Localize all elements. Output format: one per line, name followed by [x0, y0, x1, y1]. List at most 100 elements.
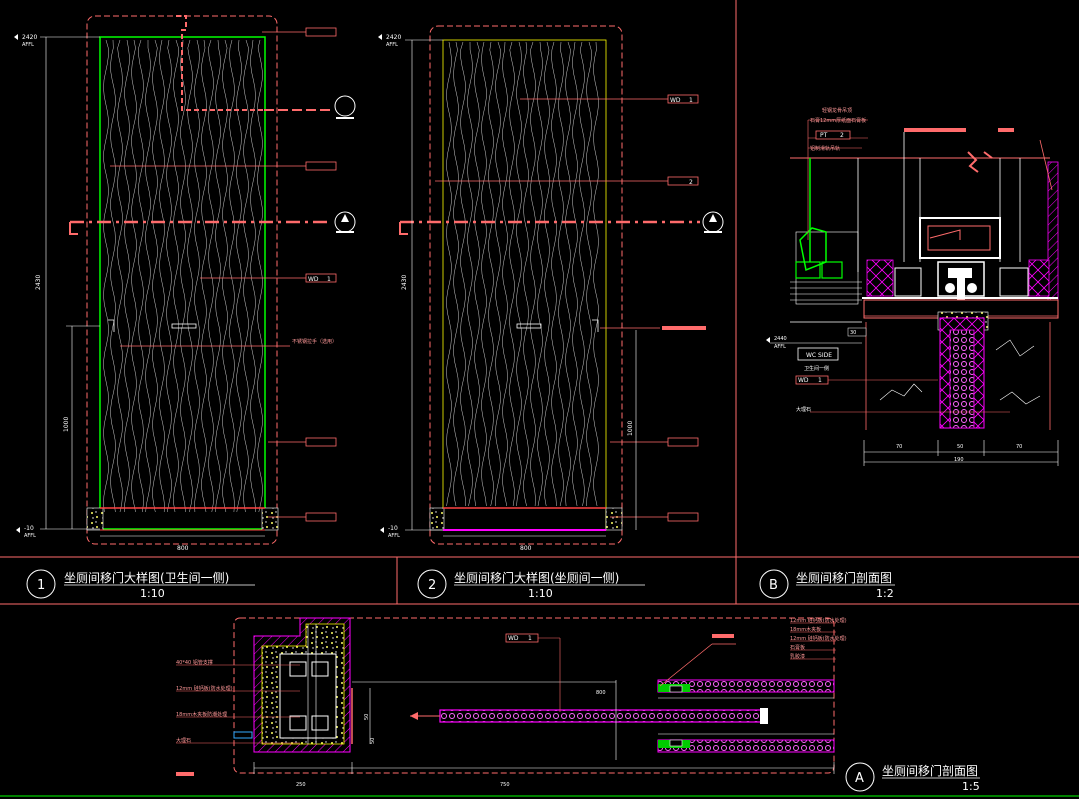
dim-right: 70	[1016, 444, 1022, 450]
level-top: 2420	[386, 34, 401, 41]
grain-line	[215, 39, 221, 513]
section-b-level-sub: AFFL	[774, 344, 786, 350]
title-block-2: 2 坐厕间移门大样图(坐厕间一侧) 1:10	[417, 569, 645, 600]
grain-line	[474, 41, 480, 507]
elevation-2: WD 1 2 2430 1000 800 2420 AFFL -10 AFFL	[378, 25, 724, 552]
note-text: 12mm 硅钙板(防水处理)	[176, 685, 233, 692]
note-text: 18mm木夹板防潮处理	[176, 711, 227, 718]
wood-grain-texture	[446, 41, 599, 507]
grain-line	[460, 41, 466, 507]
dim-left: 250	[296, 782, 306, 788]
section-b: 2440 AFFL 30 PT 2 轻钢龙骨吊顶 石膏12mm厚纸面石膏板 铝制…	[766, 107, 1059, 466]
grain-line	[453, 41, 459, 507]
dim-mid: 50	[957, 444, 963, 450]
grain-line	[579, 41, 585, 507]
grain-line	[152, 39, 158, 513]
height-handle-dim: 1000	[627, 421, 634, 436]
grain-line	[229, 39, 235, 513]
grain-line	[467, 41, 473, 507]
grain-line	[530, 41, 536, 507]
grain-line	[201, 39, 207, 513]
wd-tag-number: 1	[818, 377, 822, 384]
note-text: 40*40 铝管支撑	[176, 659, 213, 666]
dim-opening: 800	[596, 690, 606, 696]
dim-total: 190	[954, 457, 964, 463]
grain-line	[250, 39, 256, 513]
grain-line	[481, 41, 487, 507]
panel-scale: 1:5	[962, 780, 980, 793]
grain-line	[509, 41, 515, 507]
note-text: 12mm 硅钙板(防水处理)	[790, 617, 847, 624]
dim-small: 30	[850, 330, 856, 336]
dim-right: 750	[500, 782, 510, 788]
grain-line	[586, 41, 592, 507]
grain-line	[551, 41, 557, 507]
grain-line	[593, 41, 599, 507]
grain-line	[187, 39, 193, 513]
level-bottom-sub: AFFL	[24, 533, 36, 539]
note-stone: 大理石	[796, 406, 811, 413]
panel-number: 1	[37, 578, 45, 593]
grain-line	[495, 41, 501, 507]
grain-line	[194, 39, 200, 513]
panel-number: B	[769, 578, 778, 593]
level-bottom: -10	[388, 525, 398, 532]
wood-grain-texture	[103, 39, 263, 513]
note-text: 石膏板	[790, 644, 805, 651]
height-total-dim: 2430	[401, 275, 408, 290]
panel-title: 坐厕间移门剖面图	[882, 763, 978, 778]
grain-line	[222, 39, 228, 513]
level-top-sub: AFFL	[386, 42, 398, 48]
wc-side-sub: 卫生间一侧	[804, 365, 829, 372]
section-b-level: 2440	[774, 336, 787, 342]
width-dim: 800	[177, 545, 189, 552]
grain-line	[124, 39, 130, 513]
note-text: 18mm木夹板	[790, 626, 821, 633]
title-block-b: B 坐厕间移门剖面图 1:2	[759, 569, 895, 600]
wd-tag-number: 1	[689, 97, 693, 104]
panel-title: 坐厕间移门大样图(卫生间一侧)	[64, 570, 229, 585]
wd-tag-label: WD	[308, 276, 319, 283]
grain-line	[558, 41, 564, 507]
wd-tag-number: 1	[528, 635, 532, 642]
grain-line	[236, 39, 242, 513]
dim-v2: 50	[370, 738, 376, 744]
grain-line	[544, 41, 550, 507]
note-ceiling: 轻钢龙骨吊顶	[822, 107, 852, 114]
grain-line	[516, 41, 522, 507]
panel-title: 坐厕间移门剖面图	[796, 570, 892, 585]
grain-line	[537, 41, 543, 507]
note-text: 大理石	[176, 737, 191, 744]
wd-tag-label: WD	[508, 635, 519, 642]
grain-line	[110, 39, 116, 513]
level-top-sub: AFFL	[22, 42, 34, 48]
pt-tag-label: PT	[820, 132, 828, 139]
note-gypsum: 石膏12mm厚纸面石膏板	[810, 117, 866, 124]
note-track: 铝制滑轨吊轨	[810, 145, 840, 152]
width-dim: 800	[520, 545, 532, 552]
level-bottom-sub: AFFL	[388, 533, 400, 539]
panel-scale: 1:10	[528, 587, 553, 600]
dim-v1: 50	[364, 714, 370, 720]
panel-number: A	[855, 771, 864, 786]
handle-note: 不锈钢拉手（选用）	[292, 338, 337, 345]
grain-line	[166, 39, 172, 513]
wd-tag-label: WD	[670, 97, 681, 104]
grain-line	[173, 39, 179, 513]
grain-line	[145, 40, 151, 513]
pt-tag-number: 2	[840, 132, 844, 139]
grain-line	[117, 39, 123, 513]
grain-line	[523, 41, 529, 507]
note-text: 12mm 硅钙板(防水处理)	[790, 635, 847, 642]
grain-line	[502, 41, 508, 507]
grain-line	[572, 41, 578, 507]
title-block-a: A 坐厕间移门剖面图 1:5	[845, 762, 980, 793]
panel-scale: 1:10	[140, 587, 165, 600]
section-a: 800 WD 1 40*40 铝管支撑 12mm 硅钙板(防水处理) 18mm木夹板…	[176, 617, 847, 788]
grain-line	[180, 39, 186, 513]
panel-title: 坐厕间移门大样图(坐厕间一侧)	[454, 570, 619, 585]
dim-left: 70	[896, 444, 902, 450]
